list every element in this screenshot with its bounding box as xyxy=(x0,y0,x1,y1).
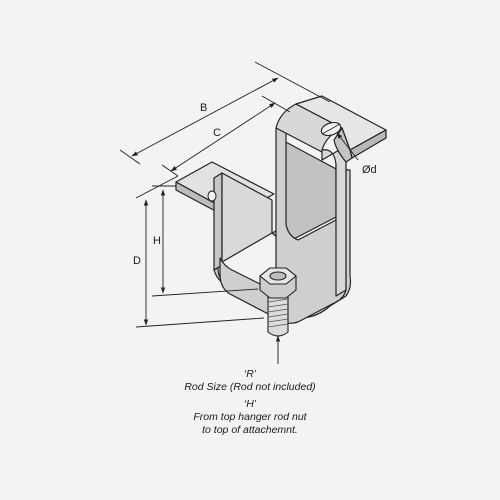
hanger-rod-assembly xyxy=(259,267,297,337)
front-face xyxy=(219,119,347,324)
h-dimension-description-line2: to top of attachemnt. xyxy=(202,424,298,436)
side-flange-hole xyxy=(207,190,217,202)
h-dimension-description-line1: From top hanger rod nut xyxy=(193,411,307,423)
web-plate xyxy=(213,172,223,271)
dimension-d-label: D xyxy=(133,255,141,267)
dimension-lines xyxy=(119,61,359,364)
h-dimension-title: ‘H’ xyxy=(243,398,257,410)
beam-attachment-bracket xyxy=(175,95,387,324)
rod-size-description: Rod Size (Rod not included) xyxy=(184,381,316,393)
hole-diameter-label: Ød xyxy=(362,164,377,176)
dimension-b-line xyxy=(131,77,279,157)
dimension-c-label: C xyxy=(213,127,221,139)
threaded-rod xyxy=(267,295,289,337)
dimension-b-label: B xyxy=(200,102,207,114)
hole-diameter-leader xyxy=(336,132,359,161)
dimension-c-line xyxy=(170,102,276,172)
rod-size-title: ‘R’ xyxy=(243,368,257,380)
dimension-h-label: H xyxy=(153,235,161,247)
